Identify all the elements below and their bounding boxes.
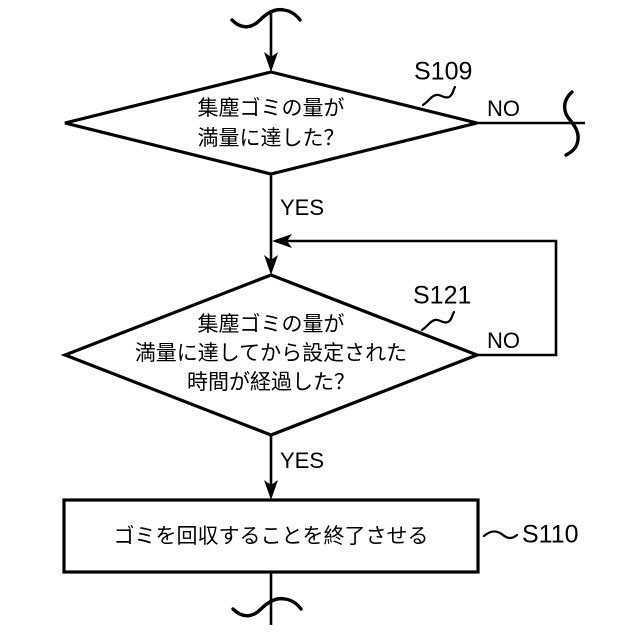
edge-label-s109-yes: YES: [280, 195, 324, 220]
step-label-s121-leader: [420, 310, 456, 332]
edge-s109-yes-group: YES: [264, 174, 324, 275]
process-s110-label: ゴミを回収することを終了させる: [114, 524, 429, 548]
step-label-s121-group: S121 NO: [413, 282, 520, 353]
edge-s121-no-feedback-group: [272, 234, 558, 357]
edge-s109-no-group: NO: [477, 90, 585, 157]
decision-s121-line2: 満量に達してから設定された: [135, 341, 407, 365]
process-node-s110[interactable]: ゴミを回収することを終了させる: [62, 498, 480, 574]
step-label-s109: S109: [414, 58, 472, 86]
edge-s109-yes-arrow: [264, 255, 278, 275]
s109-no-break-squiggle: [562, 90, 580, 157]
step-label-s110: S110: [522, 521, 579, 549]
decision-s121-line1: 集塵ゴミの量が: [198, 312, 345, 336]
decision-node-s121[interactable]: 集塵ゴミの量が 満量に達してから設定された 時間が経過した？: [60, 273, 482, 437]
decision-node-s109[interactable]: 集塵ゴミの量が 満量に達した？: [64, 70, 478, 176]
edge-label-s121-no: NO: [487, 328, 520, 353]
decision-diamond-s109: [64, 70, 478, 176]
edge-label-s109-no: NO: [487, 96, 520, 121]
step-label-s109-leader: [421, 85, 457, 107]
edge-s121-yes-group: YES: [264, 435, 324, 500]
step-label-s110-leader: [482, 530, 519, 540]
bottom-break-squiggle: [231, 596, 303, 618]
step-label-s110-group: S110: [482, 521, 579, 549]
edge-s121-no-feedback-path: [282, 239, 558, 357]
decision-s109-line1: 集塵ゴミの量が: [198, 96, 345, 120]
exit-connector-group: [231, 572, 303, 625]
decision-s109-line2: 満量に達した？: [198, 126, 345, 150]
entry-connector-group: [230, 7, 302, 72]
edge-s121-yes-arrow: [264, 480, 278, 500]
step-label-s121: S121: [413, 282, 471, 310]
edge-s121-no-feedback-arrow: [272, 234, 292, 248]
decision-s121-line3: 時間が経過した？: [187, 370, 355, 394]
edge-label-s121-yes: YES: [280, 448, 324, 473]
step-label-s109-group: S109: [414, 58, 472, 107]
top-break-squiggle: [230, 7, 302, 29]
entry-arrow-head: [264, 52, 278, 72]
